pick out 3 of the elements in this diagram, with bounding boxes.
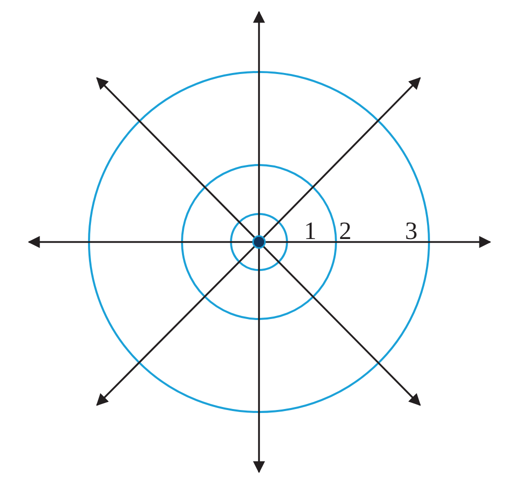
circle-number: 1: [304, 219, 316, 244]
circle-number: 2: [339, 219, 352, 244]
circle-number: 3: [405, 219, 418, 244]
